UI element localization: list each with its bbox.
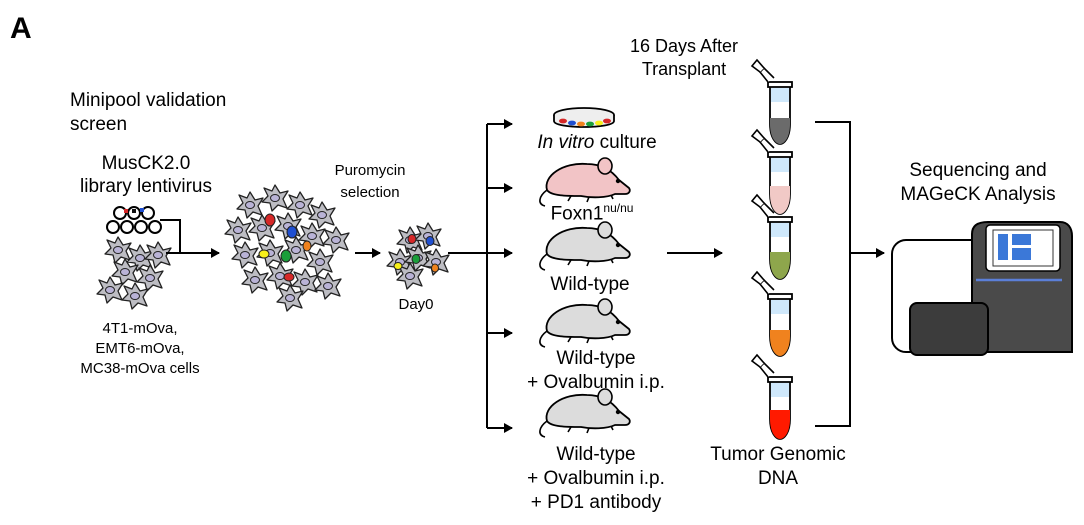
cell-cluster-icon xyxy=(96,236,172,310)
mouse-ovalbumin-icon xyxy=(539,298,631,348)
tube-ovalbumin-icon xyxy=(751,271,793,357)
mouse-pd1-icon xyxy=(539,388,631,438)
timepoint-line1: 16 Days After xyxy=(629,36,739,56)
sequencing-line1: Sequencing and xyxy=(909,160,1047,181)
condition-wildtype: Wild-type xyxy=(550,274,630,295)
intro-line1: Minipool validation xyxy=(70,90,227,111)
sequencing-line2: MAGeCK Analysis xyxy=(900,184,1056,205)
tube-foxn1-icon xyxy=(751,129,793,215)
sequencer-icon xyxy=(891,221,1073,356)
tumor-line1: Tumor Genomic xyxy=(710,444,846,465)
cells-line2: EMT6-mOva, xyxy=(95,340,185,357)
condition-pd1-line2: + Ovalbumin i.p. xyxy=(527,468,665,489)
tube-wildtype-icon xyxy=(751,194,793,280)
condition-foxn1-base: Foxn1 xyxy=(550,203,604,225)
transduced-cells-icon xyxy=(224,184,350,312)
condition-invitro: In vitro culture xyxy=(537,132,656,154)
condition-invitro-rest: culture xyxy=(594,132,657,153)
condition-pd1-line3: + PD1 antibody xyxy=(530,492,662,513)
condition-ova-line1: Wild-type xyxy=(556,348,636,369)
tube-pd1-icon xyxy=(751,354,793,440)
condition-foxn1-sup: nu/nu xyxy=(603,201,634,215)
selection-line2: selection xyxy=(340,184,400,201)
library-line2: library lentivirus xyxy=(80,176,212,197)
day0-label: Day0 xyxy=(398,296,434,313)
petri-dish-icon xyxy=(553,107,615,128)
intro-line2: screen xyxy=(70,114,128,135)
tumor-line2: DNA xyxy=(757,468,799,489)
timepoint-line2: Transplant xyxy=(641,59,727,79)
condition-pd1-line1: Wild-type xyxy=(556,444,636,465)
panel-label: A xyxy=(10,12,32,45)
condition-foxn1: Foxn1nu/nu xyxy=(550,201,634,225)
selection-line1: Puromycin xyxy=(334,162,406,179)
condition-ova-line2: + Ovalbumin i.p. xyxy=(527,372,665,393)
day0-cells-icon xyxy=(386,222,450,290)
tube-invitro-icon xyxy=(751,59,793,145)
condition-invitro-italic: In vitro xyxy=(537,132,595,153)
cells-line1: 4T1-mOva, xyxy=(102,320,178,337)
mouse-foxn1-icon xyxy=(539,157,631,207)
library-line1: MusCK2.0 xyxy=(101,153,191,174)
cells-line3: MC38-mOva cells xyxy=(80,360,200,377)
lentivirus-icon xyxy=(106,206,162,234)
mouse-wildtype-icon xyxy=(539,221,631,271)
